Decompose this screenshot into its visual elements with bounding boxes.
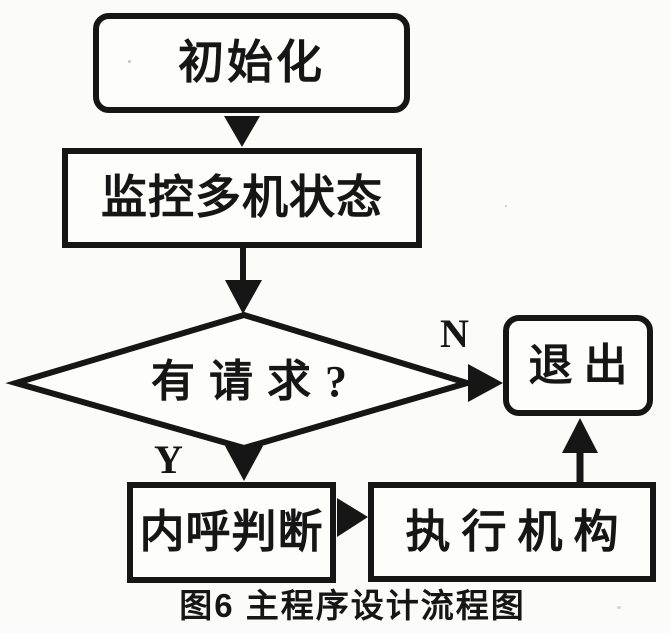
node-decision-label: 有请求? [151, 357, 361, 406]
scan-speck [128, 60, 131, 63]
branch-label-yes: Y [154, 437, 183, 482]
arrowhead-init-to-monitor [224, 116, 260, 147]
arrowhead-actuator-to-exit [562, 418, 598, 453]
node-init: 初始化 [93, 13, 410, 113]
arrowhead-internal-call-to-actuator [337, 498, 368, 537]
node-monitor-status: 监控多机状态 [62, 148, 422, 248]
arrowhead-decision-to-exit [468, 364, 503, 402]
figure-caption: 图6 主程序设计流程图 [179, 587, 526, 624]
scan-speck [617, 606, 621, 609]
node-internal-call-judge: 内呼判断 [127, 482, 336, 583]
node-actuator: 执行机构 [368, 482, 656, 582]
arrowhead-decision-to-internal-call [225, 446, 263, 481]
branch-label-no: N [440, 311, 469, 356]
node-exit: 退出 [503, 315, 653, 416]
scan-speck [505, 205, 507, 207]
arrowhead-monitor-to-decision [225, 280, 262, 314]
